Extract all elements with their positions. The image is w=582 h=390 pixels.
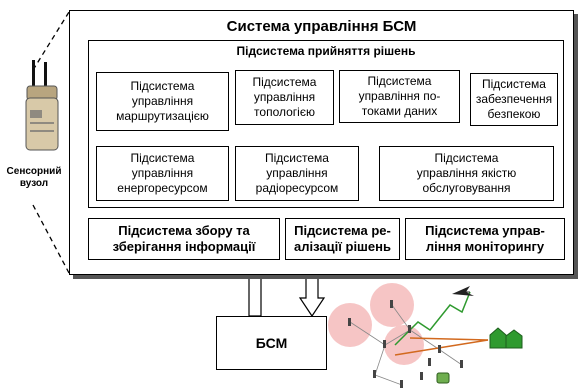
monitoring-subsystem-box: Підсистема управ- ління моніторингу	[405, 218, 565, 260]
sensor-node-icon	[25, 60, 59, 151]
zoom-line-top	[32, 11, 70, 71]
energy-subsystem-box: Підсистема управління енергоресурсом	[96, 146, 229, 201]
decision-implementation-subsystem-box: Підсистема ре- алізації рішень	[285, 218, 400, 260]
decision-subsystem-title: Підсистема прийняття рішень	[236, 44, 416, 58]
bsm-box: БСМ	[216, 316, 327, 370]
zoom-line-bottom	[32, 204, 70, 274]
system-title: Система управління БСМ	[226, 18, 417, 35]
topology-subsystem-box: Підсистема управління топологією	[235, 70, 334, 125]
qos-subsystem-box: Підсистема управління якістю обслуговува…	[379, 146, 554, 201]
security-subsystem-box: Підсистема забезпечення безпекою	[470, 73, 558, 126]
collection-storage-subsystem-box: Підсистема збору та зберігання інформаці…	[88, 218, 280, 260]
sensor-network-illustration	[328, 283, 523, 388]
routing-subsystem-box: Підсистема управління маршрутизацією	[96, 72, 229, 131]
radio-subsystem-box: Підсистема управління радіоресурсом	[235, 146, 359, 201]
data-flow-subsystem-box: Підсистема управління по- токами даних	[339, 70, 460, 123]
decision-subsystem-box	[88, 40, 564, 208]
sensor-node-label: Сенсорний вузол	[6, 166, 62, 189]
